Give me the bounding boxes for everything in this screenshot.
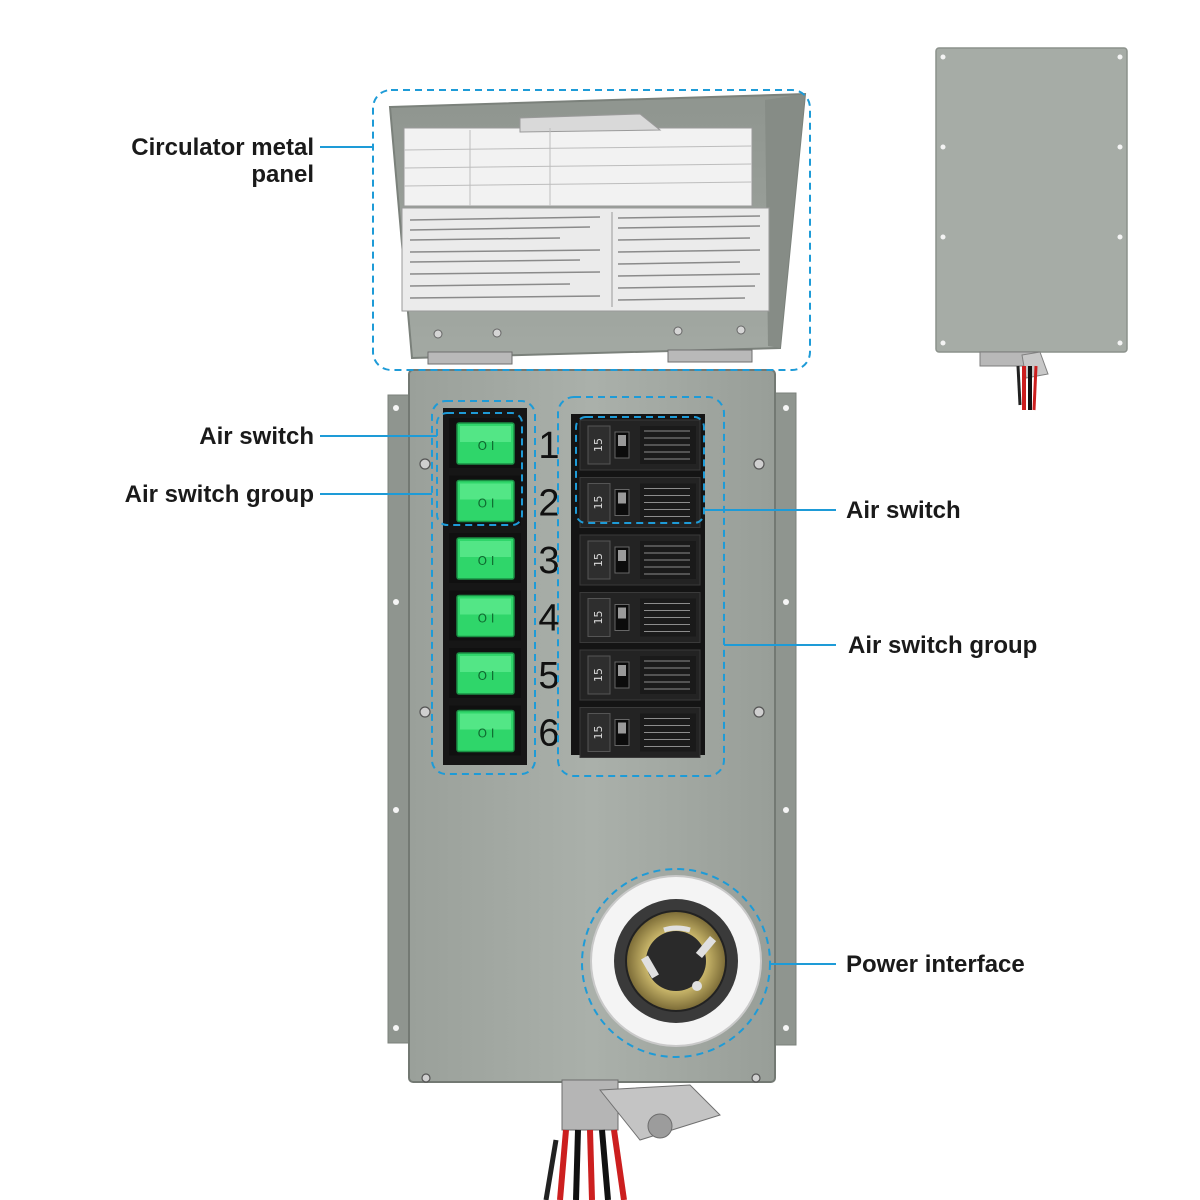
thumbnail-view <box>935 47 1128 411</box>
label-air-switch-group-right: Air switch group <box>848 632 1038 659</box>
rocker-switch-1[interactable]: O I <box>449 418 521 468</box>
circuit-number: 3 <box>538 540 559 582</box>
circuit-number: 5 <box>538 655 559 697</box>
breaker-1[interactable]: 15 <box>579 419 701 471</box>
breaker-3[interactable]: 15 <box>579 534 701 586</box>
breaker-rating: 15 <box>592 438 605 452</box>
rocker-marks: O I <box>478 669 495 683</box>
breaker-rating: 15 <box>592 553 605 567</box>
breaker-rating: 15 <box>592 726 605 740</box>
label-air-switch-left: Air switch <box>199 423 314 450</box>
circuit-number: 4 <box>538 598 559 640</box>
breaker-5[interactable]: 15 <box>579 649 701 701</box>
enclosure-lid <box>388 92 807 365</box>
breaker-rating: 15 <box>592 496 605 510</box>
circuit-number-column: 1 2 3 4 5 6 <box>538 425 559 755</box>
callout-rocker-single <box>436 412 523 526</box>
callout-lid <box>372 89 811 371</box>
callout-breaker-group <box>557 396 725 777</box>
rocker-switch-6[interactable]: O I <box>449 705 521 756</box>
label-air-switch-right: Air switch <box>846 497 961 524</box>
label-air-switch-group-left: Air switch group <box>124 481 314 508</box>
rocker-marks: O I <box>478 439 495 453</box>
breaker-rating: 15 <box>592 611 605 625</box>
label-power-interface: Power interface <box>846 951 1025 978</box>
breaker-2[interactable]: 15 <box>579 477 701 528</box>
callouts <box>372 89 811 1058</box>
circuit-number: 2 <box>538 483 559 525</box>
callout-breaker-single <box>575 416 705 524</box>
rocker-switch-group: O I O I O I O I O I O I <box>449 418 521 756</box>
circuit-number: 1 <box>538 425 559 467</box>
conduit-and-wires <box>543 1079 721 1200</box>
callout-rocker-group <box>431 400 536 775</box>
rocker-marks: O I <box>478 497 495 511</box>
rocker-marks: O I <box>478 727 495 741</box>
rocker-marks: O I <box>478 554 495 568</box>
circuit-number: 6 <box>538 713 559 755</box>
rocker-switch-4[interactable]: O I <box>449 590 521 641</box>
breaker-6[interactable]: 15 <box>579 707 701 758</box>
breaker-rating: 15 <box>592 668 605 682</box>
rocker-marks: O I <box>478 612 495 626</box>
callout-leaders <box>320 146 836 965</box>
rocker-switch-3[interactable]: O I <box>449 533 521 583</box>
rocker-switch-5[interactable]: O I <box>449 648 521 698</box>
label-circulator-metal-panel: Circulator metal panel <box>131 134 314 188</box>
breaker-group: 15 15 15 15 15 15 <box>579 419 701 758</box>
rocker-switch-2[interactable]: O I <box>449 475 521 526</box>
power-inlet[interactable] <box>590 875 762 1047</box>
breaker-4[interactable]: 15 <box>579 592 701 643</box>
